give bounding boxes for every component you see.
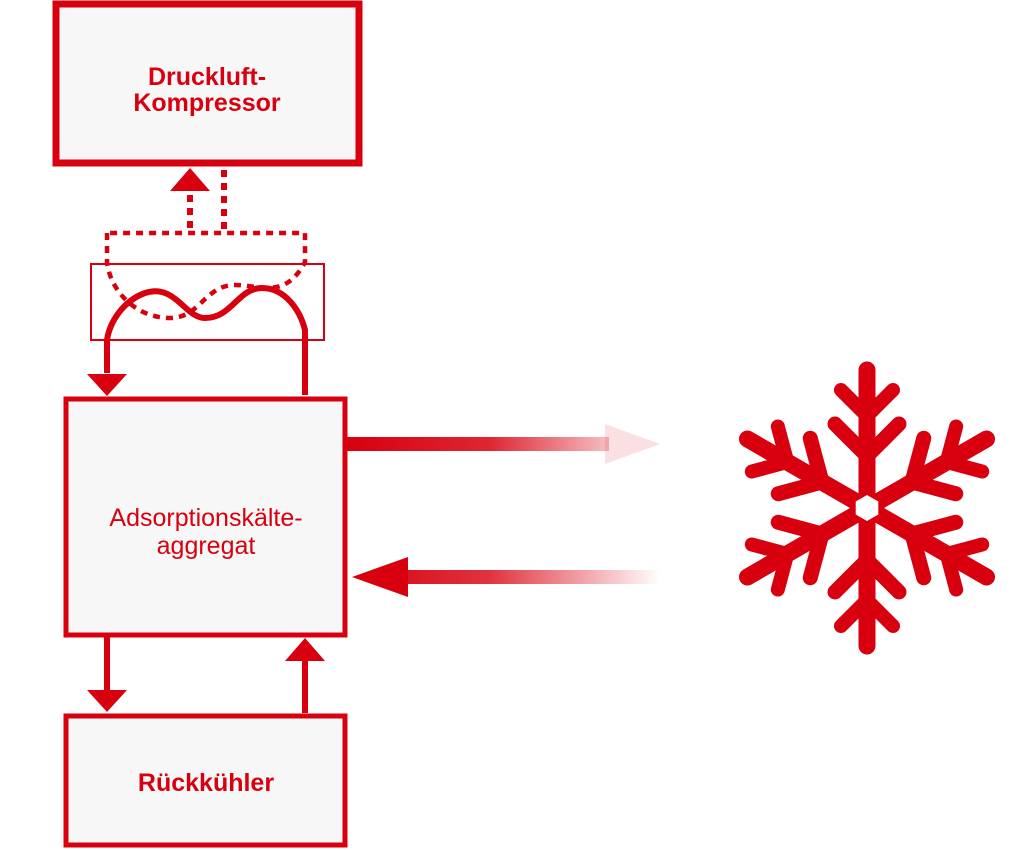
recooler-box: Rückkühler (63, 713, 348, 848)
chiller-label-line2: aggregat (157, 532, 256, 560)
snowflake-center (855, 495, 879, 521)
snowflake-arm (827, 361, 907, 503)
snowflake-icon (738, 361, 996, 655)
snowflake-arm (738, 506, 864, 597)
compressor-box: Druckluft- Kompressor (52, 0, 363, 167)
heat-exchanger-icon (90, 230, 325, 395)
compressor-connections (170, 168, 227, 233)
snowflake-arm (827, 513, 907, 655)
arrow-down-chiller (87, 374, 127, 396)
snowflake-arm (870, 506, 996, 597)
compressor-label-line1: Druckluft- (148, 63, 266, 91)
cold-return-arrow (352, 557, 660, 597)
snowflake-arm (738, 419, 864, 510)
cold-output-arrow (347, 424, 660, 464)
arrow-up-compressor (170, 168, 210, 191)
compressor-label-line2: Kompressor (133, 89, 281, 117)
arrow-down-recooler (87, 690, 127, 712)
chiller-label-line1: Adsorptionskälte- (109, 504, 302, 532)
chiller-box: Adsorptionskälte- aggregat (63, 396, 348, 638)
snowflake-arm (870, 419, 996, 510)
recooler-label: Rückkühler (138, 769, 274, 797)
arrow-up-chiller (285, 638, 325, 661)
recooler-connections (87, 637, 325, 713)
